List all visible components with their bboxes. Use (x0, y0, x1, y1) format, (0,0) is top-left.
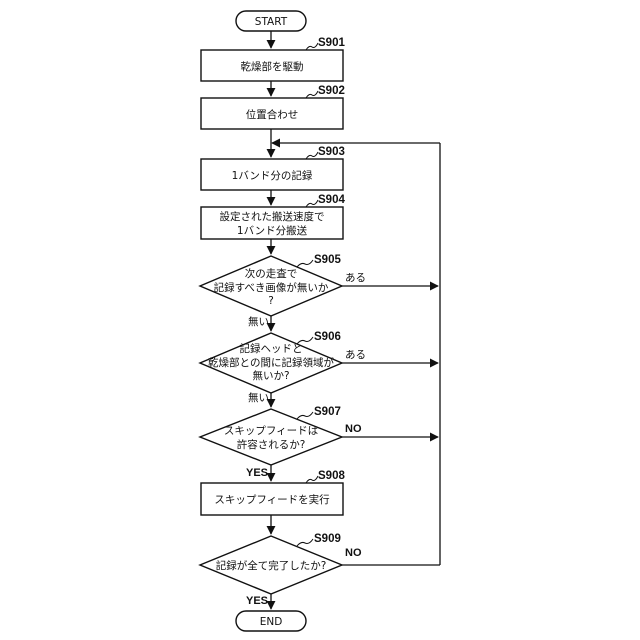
step-s903-leader (306, 152, 318, 159)
step-s901-text: 乾燥部を駆動 (241, 60, 304, 73)
step-s904-id: S904 (318, 194, 345, 206)
step-s909-id: S909 (314, 533, 341, 545)
step-s904-line1: 設定された搬送速度で (220, 210, 325, 223)
decision-s909-text: 記録が全て完了したか? (216, 559, 327, 572)
decision-s906-line2: 乾燥部との間に記録領域が (208, 356, 334, 369)
decision-s905-line3: ? (268, 295, 274, 307)
step-s902-leader (306, 91, 318, 98)
decision-s906-line3: 無いか? (252, 369, 289, 382)
step-s904-leader (306, 200, 318, 207)
end-label: END (260, 616, 283, 628)
branch-s907-yes: YES (246, 467, 268, 479)
step-s903-id: S903 (318, 146, 345, 158)
branch-s909-no: NO (345, 547, 362, 559)
start-label: START (255, 16, 288, 28)
step-s909-leader (297, 539, 313, 546)
step-s901-id: S901 (318, 37, 345, 49)
branch-s905-no: 無い (248, 315, 269, 328)
branch-s907-no: NO (345, 423, 362, 435)
step-s907-leader (297, 412, 313, 419)
step-s907-id: S907 (314, 406, 341, 418)
step-s906-id: S906 (314, 331, 341, 343)
step-s902-text: 位置合わせ (246, 108, 299, 121)
branch-s906-no: 無い (248, 391, 269, 404)
step-s908-id: S908 (318, 470, 345, 482)
decision-s907-line2: 許容されるか? (237, 438, 306, 451)
step-s908-text: スキップフィードを実行 (214, 493, 330, 506)
step-s908-leader (306, 476, 318, 483)
step-s902-id: S902 (318, 85, 345, 97)
step-s905-id: S905 (314, 254, 341, 266)
decision-s906-line1: 記録ヘッドと (240, 342, 303, 355)
branch-s909-yes: YES (246, 595, 268, 607)
step-s901-leader (306, 43, 318, 50)
decision-s905-line1: 次の走査で (245, 267, 298, 280)
branch-s905-yes: ある (345, 272, 366, 284)
decision-s907-line1: スキップフィードは (224, 425, 318, 437)
step-s904-line2: 1バンド分搬送 (237, 224, 308, 237)
step-s903-text: 1バンド分の記録 (232, 169, 313, 182)
step-s905-leader (297, 260, 313, 267)
decision-s905-line2: 記録すべき画像が無いか (214, 281, 329, 294)
branch-s906-yes: ある (345, 349, 366, 361)
